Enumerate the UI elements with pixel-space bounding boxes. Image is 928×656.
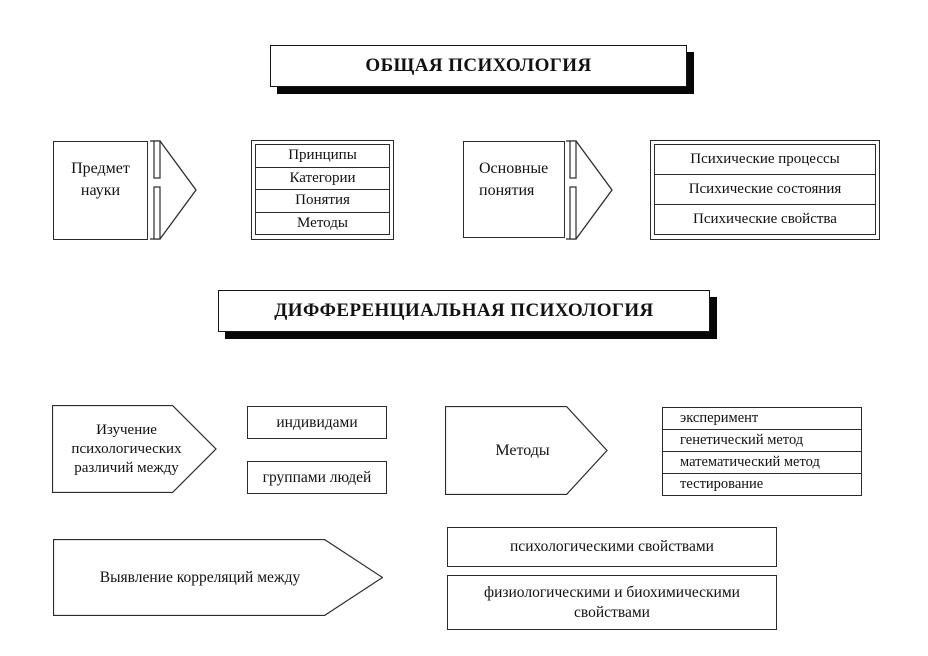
table-row: математический метод (663, 452, 861, 474)
pentagon-arrow-icon (53, 539, 383, 616)
notched-arrow-icon (566, 140, 613, 240)
study-differences-label: Изучение психологических различий между (71, 421, 182, 476)
subject-of-science-box: Предмет науки (53, 141, 148, 240)
subject-items-table-frame: Принципы Категории Понятия Методы (255, 144, 390, 235)
individuals-box: индивидами (247, 406, 387, 439)
concept-items-table-frame: Психические процессы Психические состоян… (654, 144, 876, 235)
pentagon-arrow-icon (445, 406, 608, 495)
section-title-differential: ДИФФЕРЕНЦИАЛЬНАЯ ПСИХОЛОГИЯ (218, 290, 710, 332)
basic-concepts-box: Основные понятия (463, 141, 565, 238)
physiological-properties-box: физиологическими и биохимическими свойст… (447, 575, 777, 630)
subject-items-table: Принципы Категории Понятия Методы (251, 140, 394, 240)
study-differences-pentagon: Изучение психологических различий между (52, 405, 217, 493)
subject-of-science-label: Предмет науки (71, 160, 130, 199)
methods-pentagon: Методы (445, 406, 608, 495)
table-row: Категории (256, 167, 389, 190)
notched-arrow-icon (150, 140, 197, 240)
table-row: эксперимент (663, 408, 861, 430)
table-row: Психические состояния (655, 175, 875, 205)
correlations-pentagon: Выявление корреляций между (53, 539, 383, 616)
table-row: Психические процессы (655, 145, 875, 175)
psychological-properties-box: психологическими свойствами (447, 527, 777, 567)
methods-table: эксперимент генетический метод математич… (662, 407, 862, 496)
table-row: генетический метод (663, 430, 861, 452)
basic-concepts-label: Основные понятия (479, 160, 549, 199)
table-row: Методы (256, 212, 389, 234)
table-row: Принципы (256, 145, 389, 168)
correlations-label: Выявление корреляций между (99, 569, 301, 586)
table-row: тестирование (663, 474, 861, 495)
concept-items-table: Психические процессы Психические состоян… (650, 140, 880, 240)
table-row: Понятия (256, 190, 389, 213)
table-row: Психические свойства (655, 205, 875, 234)
section-title-general: ОБЩАЯ ПСИХОЛОГИЯ (270, 45, 687, 87)
pentagon-arrow-icon (52, 405, 217, 493)
groups-box: группами людей (247, 461, 387, 494)
methods-label: Методы (495, 442, 550, 459)
